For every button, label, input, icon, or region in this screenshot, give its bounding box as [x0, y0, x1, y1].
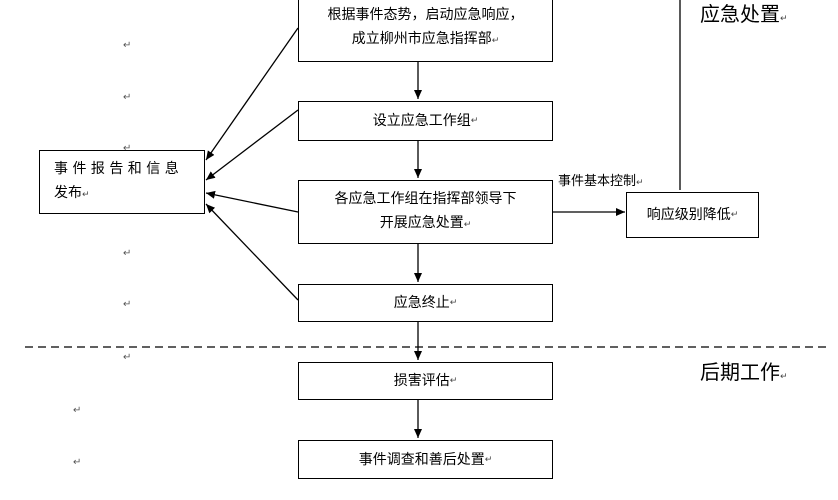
- investigate-box: 事件调查和善后处置↵: [298, 440, 553, 479]
- report-line1: 事 件 报 告 和 信 息: [54, 161, 179, 177]
- phase-title-post: 后期工作↵: [700, 360, 788, 389]
- phase-post-text: 后期工作: [700, 360, 780, 384]
- return-mark: ↵: [636, 178, 644, 188]
- terminate-text: 应急终止: [393, 295, 450, 311]
- arrow-groups-to-report: [205, 190, 299, 213]
- paragraph-mark: ↵: [123, 352, 132, 363]
- investigate-text: 事件调查和善后处置: [358, 451, 485, 468]
- activate-line2: 成立柳州市应急指挥部: [351, 31, 492, 47]
- report-box: 事 件 报 告 和 信 息 发布↵: [39, 150, 205, 214]
- paragraph-mark: ↵: [73, 457, 82, 468]
- return-mark: ↵: [780, 372, 788, 382]
- paragraph-mark: ↵: [123, 248, 132, 259]
- paragraph-mark: ↵: [73, 405, 82, 416]
- return-mark: ↵: [470, 116, 479, 126]
- groups-handle-line1: 各应急工作组在指挥部领导下: [334, 191, 517, 207]
- terminate-box: 应急终止↵: [298, 284, 553, 322]
- return-mark: ↵: [82, 190, 90, 200]
- groups-handle-line2: 开展应急处置: [379, 215, 464, 231]
- downgrade-text: 响应级别降低: [646, 207, 731, 223]
- downgrade-box: 响应级别降低↵: [626, 192, 759, 238]
- return-mark: ↵: [491, 36, 500, 46]
- paragraph-mark: ↵: [123, 299, 132, 310]
- basic-control-label: 事件基本控制↵: [558, 174, 644, 191]
- phase-emergency-text: 应急处置: [700, 2, 780, 26]
- paragraph-mark: ↵: [123, 143, 132, 154]
- assess-text: 损害评估: [393, 373, 450, 389]
- assess-box: 损害评估↵: [298, 362, 553, 400]
- return-mark: ↵: [449, 298, 458, 308]
- paragraph-mark: ↵: [123, 92, 132, 103]
- return-mark: ↵: [449, 376, 458, 386]
- return-mark: ↵: [780, 14, 788, 24]
- phase-title-emergency: 应急处置↵: [700, 2, 788, 31]
- arrow-activate-to-report: [205, 27, 299, 161]
- paragraph-mark: ↵: [123, 40, 132, 51]
- activate-response-box: 根据事件态势，启动应急响应， 成立柳州市应急指挥部↵: [298, 0, 553, 62]
- return-mark: ↵: [463, 220, 472, 230]
- return-mark: ↵: [730, 210, 739, 220]
- arrow-setup-to-report: [205, 109, 299, 181]
- report-line2: 发布: [54, 185, 82, 201]
- setup-group-box: 设立应急工作组↵: [298, 101, 553, 141]
- activate-line1: 根据事件态势，启动应急响应，: [327, 7, 524, 23]
- basic-control-text: 事件基本控制: [558, 174, 637, 189]
- setup-group-text: 设立应急工作组: [372, 113, 471, 129]
- arrow-terminate-to-report: [205, 203, 299, 301]
- return-mark: ↵: [484, 454, 493, 465]
- groups-handle-box: 各应急工作组在指挥部领导下 开展应急处置↵: [298, 180, 553, 244]
